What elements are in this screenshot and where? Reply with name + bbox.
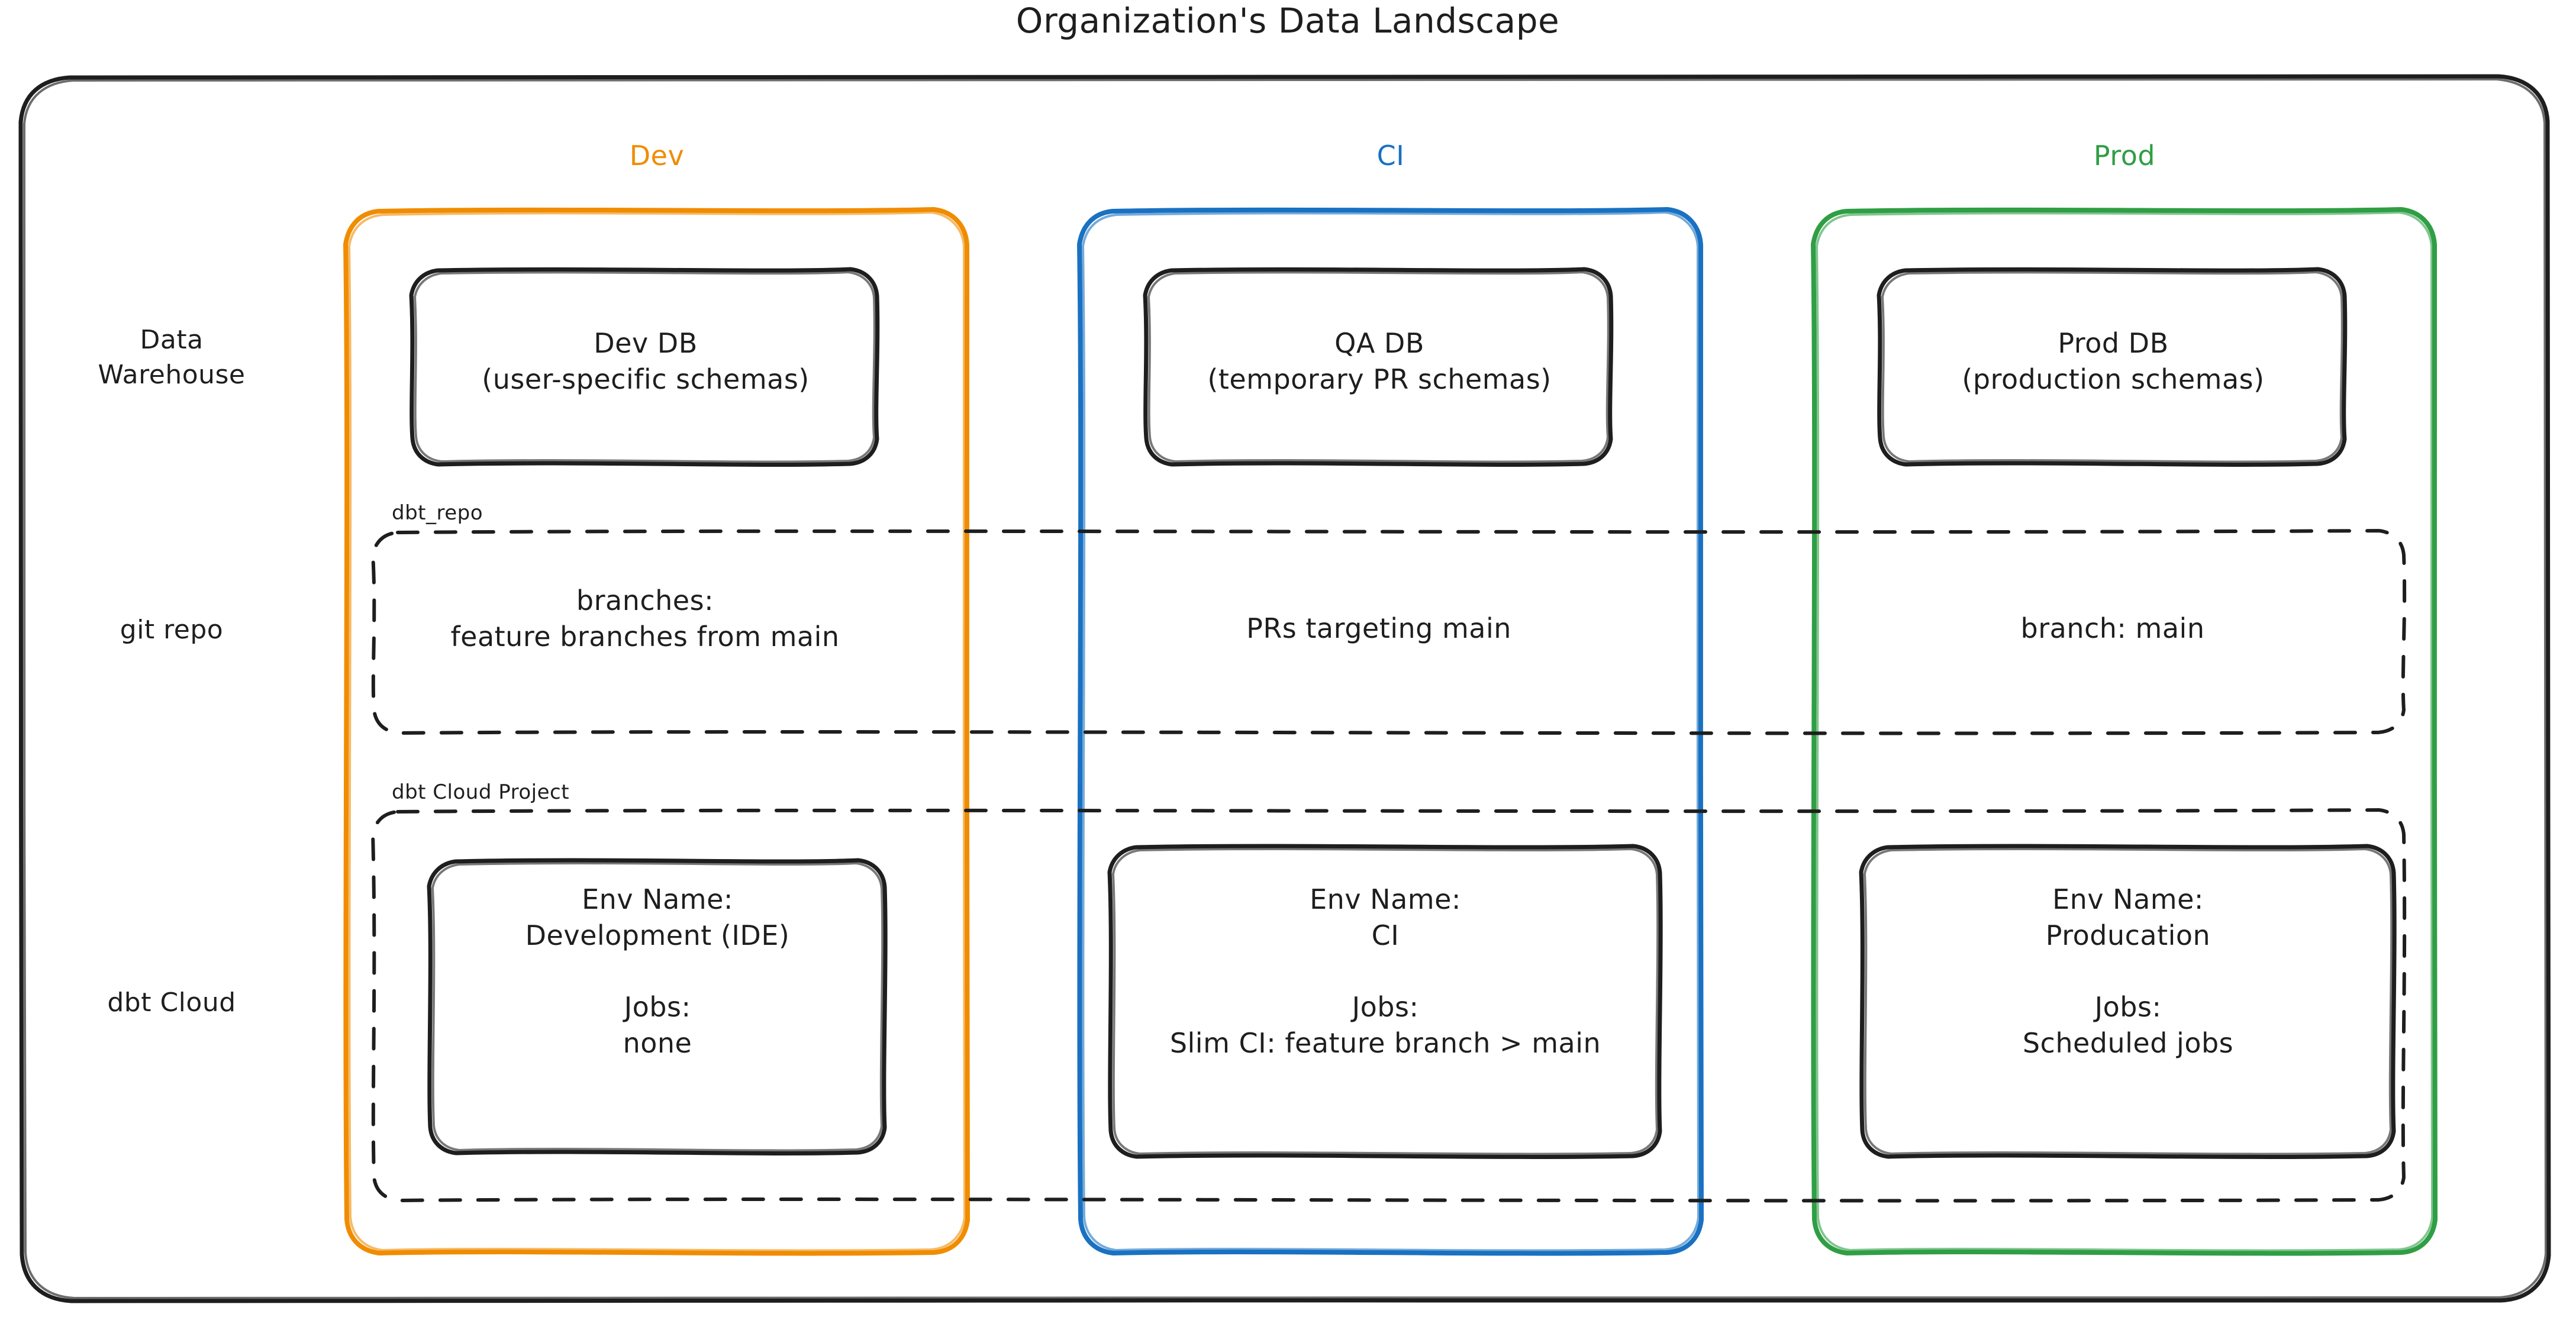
cell-dbtcloud-ci[interactable]: Env Name: CI Jobs: Slim CI: feature bran…	[1169, 883, 1601, 1059]
group-outline-dbt-cloud-project	[371, 808, 2407, 1203]
column-header-ci[interactable]: CI	[1376, 140, 1405, 172]
box-outline-warehouse-ci	[1143, 267, 1614, 467]
cell-warehouse-prod[interactable]: Prod DB (production schemas)	[1962, 327, 2265, 395]
column-outline-prod	[1811, 207, 2438, 1256]
cell-git-prod[interactable]: branch: main	[2020, 612, 2205, 644]
group-outline-dbt-repo	[371, 529, 2407, 735]
box-outline-warehouse-dev	[409, 267, 880, 467]
cell-git-ci[interactable]: PRs targeting main	[1246, 612, 1511, 644]
box-outline-warehouse-prod	[1877, 267, 2348, 467]
box-outline-dbtcloud-dev	[427, 858, 888, 1155]
column-header-dev[interactable]: Dev	[629, 140, 685, 172]
group-label-dbt-repo: dbt_repo	[392, 501, 483, 525]
box-outline-dbtcloud-ci	[1107, 844, 1663, 1159]
row-label-data-warehouse: Data Warehouse	[98, 325, 246, 390]
cell-warehouse-dev[interactable]: Dev DB (user-specific schemas)	[482, 327, 810, 395]
page-title: Organization's Data Landscape	[1015, 1, 1560, 41]
column-header-prod[interactable]: Prod	[2093, 140, 2156, 172]
cell-git-dev[interactable]: branches: feature branches from main	[450, 585, 840, 653]
box-outline-dbtcloud-prod	[1859, 844, 2397, 1159]
outer-frame	[18, 74, 2551, 1303]
cell-warehouse-ci[interactable]: QA DB (temporary PR schemas)	[1207, 327, 1552, 395]
column-outline-dev	[343, 207, 971, 1256]
row-label-dbt-cloud: dbt Cloud	[107, 987, 236, 1018]
group-label-dbt-cloud-project: dbt Cloud Project	[392, 780, 570, 804]
row-label-git-repo: git repo	[120, 615, 224, 645]
column-outline-ci	[1077, 207, 1704, 1256]
cell-dbtcloud-prod[interactable]: Env Name: Producation Jobs: Scheduled jo…	[2022, 883, 2234, 1059]
cell-dbtcloud-dev[interactable]: Env Name: Development (IDE) Jobs: none	[525, 883, 790, 1059]
